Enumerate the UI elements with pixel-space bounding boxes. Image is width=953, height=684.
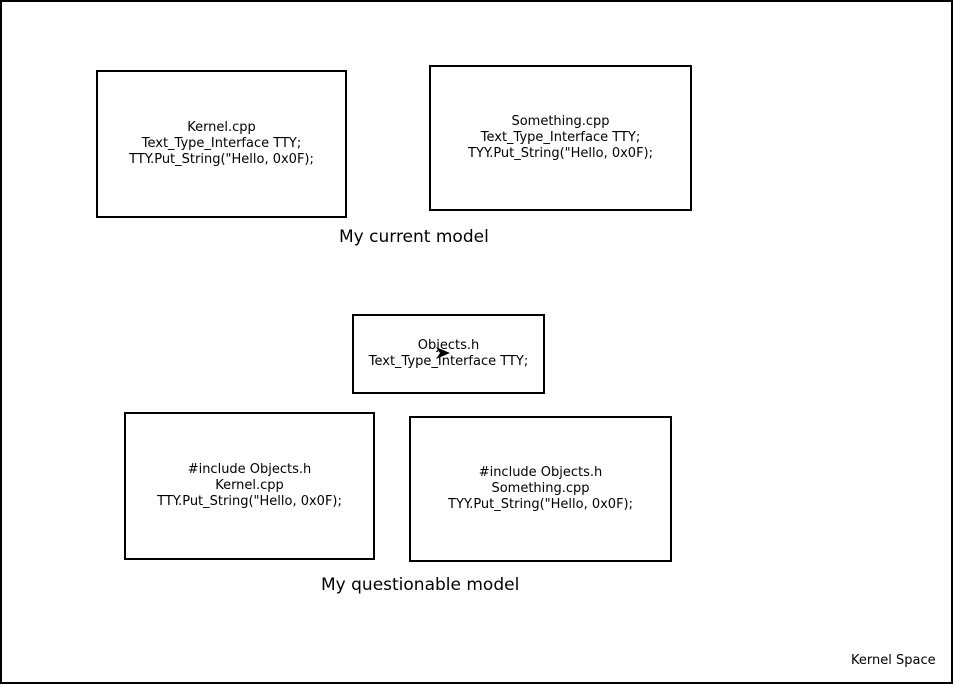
objects-line-2: Text_Type_Interface TTY; <box>368 354 529 369</box>
current-something-line-2: Text_Type_Interface TTY; <box>480 130 641 145</box>
current-model-caption: My current model <box>339 227 489 247</box>
questionable-model-caption: My questionable model <box>321 575 520 595</box>
questionable-something-line-1: #include Objects.h <box>478 465 603 480</box>
questionable-something-line-3: TYY.Put_String("Hello, 0x0F); <box>448 497 633 512</box>
current-kernel-line-2: Text_Type_Interface TTY; <box>141 136 302 151</box>
kernel-space-label: Kernel Space <box>851 653 936 668</box>
mouse-pointer-icon <box>436 347 450 359</box>
current-kernel-line-1: Kernel.cpp <box>187 120 256 135</box>
current-something-line-3: TYY.Put_String("Hello, 0x0F); <box>468 146 653 161</box>
questionable-something-box[interactable]: #include Objects.h Something.cpp TYY.Put… <box>409 416 672 562</box>
questionable-something-line-2: Something.cpp <box>491 481 590 496</box>
current-kernel-line-3: TTY.Put_String("Hello, 0x0F); <box>129 152 314 167</box>
current-something-line-1: Something.cpp <box>511 114 610 129</box>
questionable-kernel-line-2: Kernel.cpp <box>215 478 284 493</box>
questionable-kernel-box[interactable]: #include Objects.h Kernel.cpp TTY.Put_St… <box>124 412 375 560</box>
questionable-kernel-line-3: TTY.Put_String("Hello, 0x0F); <box>157 494 342 509</box>
current-kernel-box[interactable]: Kernel.cpp Text_Type_Interface TTY; TTY.… <box>96 70 347 218</box>
objects-header-box[interactable]: Objects.h Text_Type_Interface TTY; <box>352 314 545 394</box>
current-something-box[interactable]: Something.cpp Text_Type_Interface TTY; T… <box>429 65 692 211</box>
objects-line-1: Objects.h <box>417 338 480 353</box>
questionable-kernel-line-1: #include Objects.h <box>187 462 312 477</box>
